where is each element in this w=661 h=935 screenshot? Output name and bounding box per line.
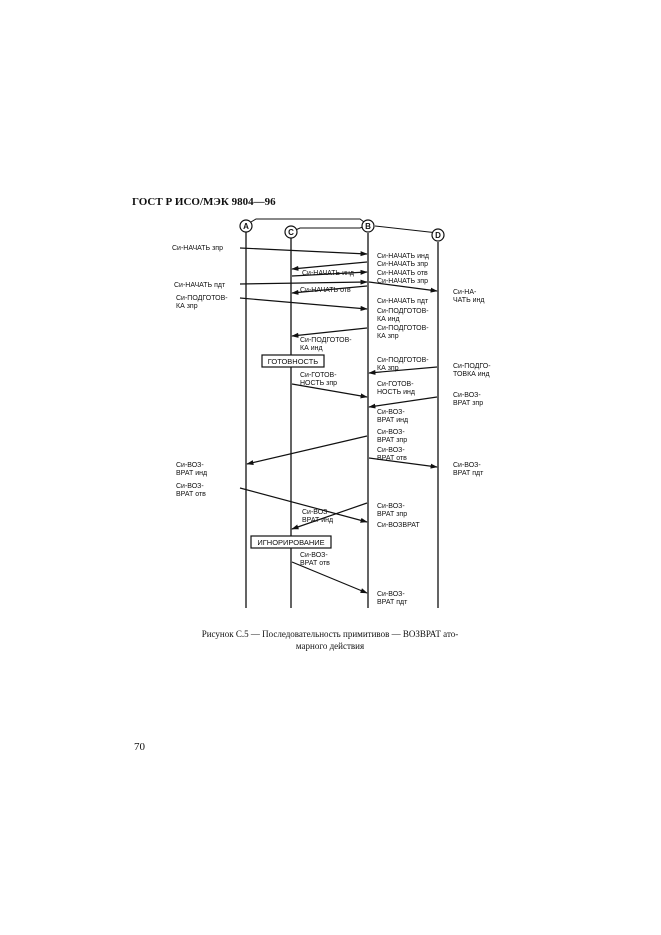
ready-box: ГОТОВНОСТЬ [261,354,325,368]
node-b-label: B [365,222,371,231]
label-d2b: ТОВКА инд [453,371,490,378]
arrow-c5 [291,502,368,530]
label-b10a: Си-ВОЗ- [377,409,405,416]
label-b13b: ВРАТ зпр [377,511,407,518]
label-a3a: Си-ПОДГОТОВ- [176,295,228,302]
label-b15a: Си-ВОЗ- [377,591,405,598]
label-b11b: ВРАТ зпр [377,437,407,444]
node-b: B [361,219,375,233]
label-d4a: Си-ВОЗ- [453,462,481,469]
node-c-label: C [288,228,294,237]
lifelines [245,232,439,608]
labels-c: Си-НАЧАТЬ инд Си-НАЧАТЬ отв Си-ПОДГОТОВ-… [300,270,354,567]
label-b7b: КА зпр [377,333,399,340]
label-b13a: Си-ВОЗ- [377,503,405,510]
arrow-b15 [291,561,368,594]
arrow-c3 [291,327,368,338]
page-number: 70 [134,741,145,753]
label-c3b: КА инд [300,345,323,352]
label-c1: Си-НАЧАТЬ инд [302,270,354,277]
label-d2a: Си-ПОДГО- [453,363,491,370]
label-a5b: ВРАТ отв [176,491,206,498]
arrow-a2 [239,279,368,285]
label-c3a: Си-ПОДГОТОВ- [300,337,352,344]
label-b7a: Си-ПОДГОТОВ- [377,325,429,332]
arrow-c-nachat-otv [291,285,368,295]
node-a-label: A [243,222,249,231]
label-d1a: Си-НА- [453,289,477,296]
label-b15b: ВРАТ пдт [377,599,408,606]
label-d3b: ВРАТ зпр [453,400,483,407]
figure-caption-line1: Рисунок С.5 — Последовательность примити… [201,629,459,639]
labels-b: Си-НАЧАТЬ инд Си-НАЧАТЬ зпр Си-НАЧАТЬ от… [377,253,429,606]
label-a2: Си-НАЧАТЬ пдт [174,282,226,289]
arrow-a3 [239,297,368,311]
label-c4a: Си-ГОТОВ- [300,372,337,379]
node-a: A [239,219,253,233]
arrow-a4 [246,435,368,465]
label-c5a: Си-ВОЗ- [302,509,330,516]
label-b1: Си-НАЧАТЬ инд [377,253,429,260]
label-b3: Си-НАЧАТЬ отв [377,270,428,277]
label-c6b: ВРАТ отв [300,560,330,567]
label-d4b: ВРАТ пдт [453,470,484,477]
label-a4a: Си-ВОЗ- [176,462,204,469]
figure-caption: Рисунок С.5 — Последовательность примити… [180,628,480,652]
label-b6a: Си-ПОДГОТОВ- [377,308,429,315]
label-d1b: ЧАТЬ инд [453,297,484,304]
arrow-c4 [291,383,368,399]
label-b11a: Си-ВОЗ- [377,429,405,436]
arrow-c1 [291,261,368,271]
label-b12b: ВРАТ отв [377,455,407,462]
label-d3a: Си-ВОЗ- [453,392,481,399]
arrow-d2 [368,366,438,375]
label-b14: Си-ВОЗВРАТ [377,522,420,529]
label-c5b: ВРАТ инд [302,517,333,524]
label-a4b: ВРАТ инд [176,470,207,477]
node-c: C [284,225,298,239]
figure-caption-line2: марного действия [295,641,365,651]
label-b8b: КА зпр [377,365,399,372]
node-d: D [431,228,445,242]
label-b12a: Си-ВОЗ- [377,447,405,454]
label-b6b: КА инд [377,316,400,323]
label-b9b: НОСТЬ инд [377,389,415,396]
label-c2: Си-НАЧАТЬ отв [300,287,351,294]
label-a1: Си-НАЧАТЬ зпр [172,245,223,252]
label-b9a: Си-ГОТОВ- [377,381,414,388]
arrow-b4 [368,281,438,293]
arrow-c2 [291,269,368,277]
node-d-label: D [435,231,441,240]
label-b4: Си-НАЧАТЬ зпр [377,278,428,285]
node-links [245,218,439,234]
labels-d: Си-НА- ЧАТЬ инд Си-ПОДГО- ТОВКА инд Си-В… [453,289,491,477]
arrow-d4 [368,457,438,469]
document-header: ГОСТ Р ИСО/МЭК 9804—96 [132,196,276,208]
label-c4b: НОСТЬ зпр [300,380,337,387]
label-c6a: Си-ВОЗ- [300,552,328,559]
ignore-box: ИГНОРИРОВАНИЕ [250,535,332,549]
labels-a: Си-НАЧАТЬ зпр Си-НАЧАТЬ пдт Си-ПОДГОТОВ-… [172,245,228,498]
ready-box-label: ГОТОВНОСТЬ [268,357,319,366]
arrow-d3 [368,396,438,409]
label-b8a: Си-ПОДГОТОВ- [377,357,429,364]
label-a5a: Си-ВОЗ- [176,483,204,490]
label-b10b: ВРАТ инд [377,417,408,424]
arrow-a1 [239,247,368,257]
label-b2: Си-НАЧАТЬ зпр [377,261,428,268]
message-arrows [239,247,438,594]
label-b5: Си-НАЧАТЬ пдт [377,298,429,305]
ignore-box-label: ИГНОРИРОВАНИЕ [257,538,324,547]
arrow-a5 [239,487,368,523]
label-a3b: КА зпр [176,303,198,310]
